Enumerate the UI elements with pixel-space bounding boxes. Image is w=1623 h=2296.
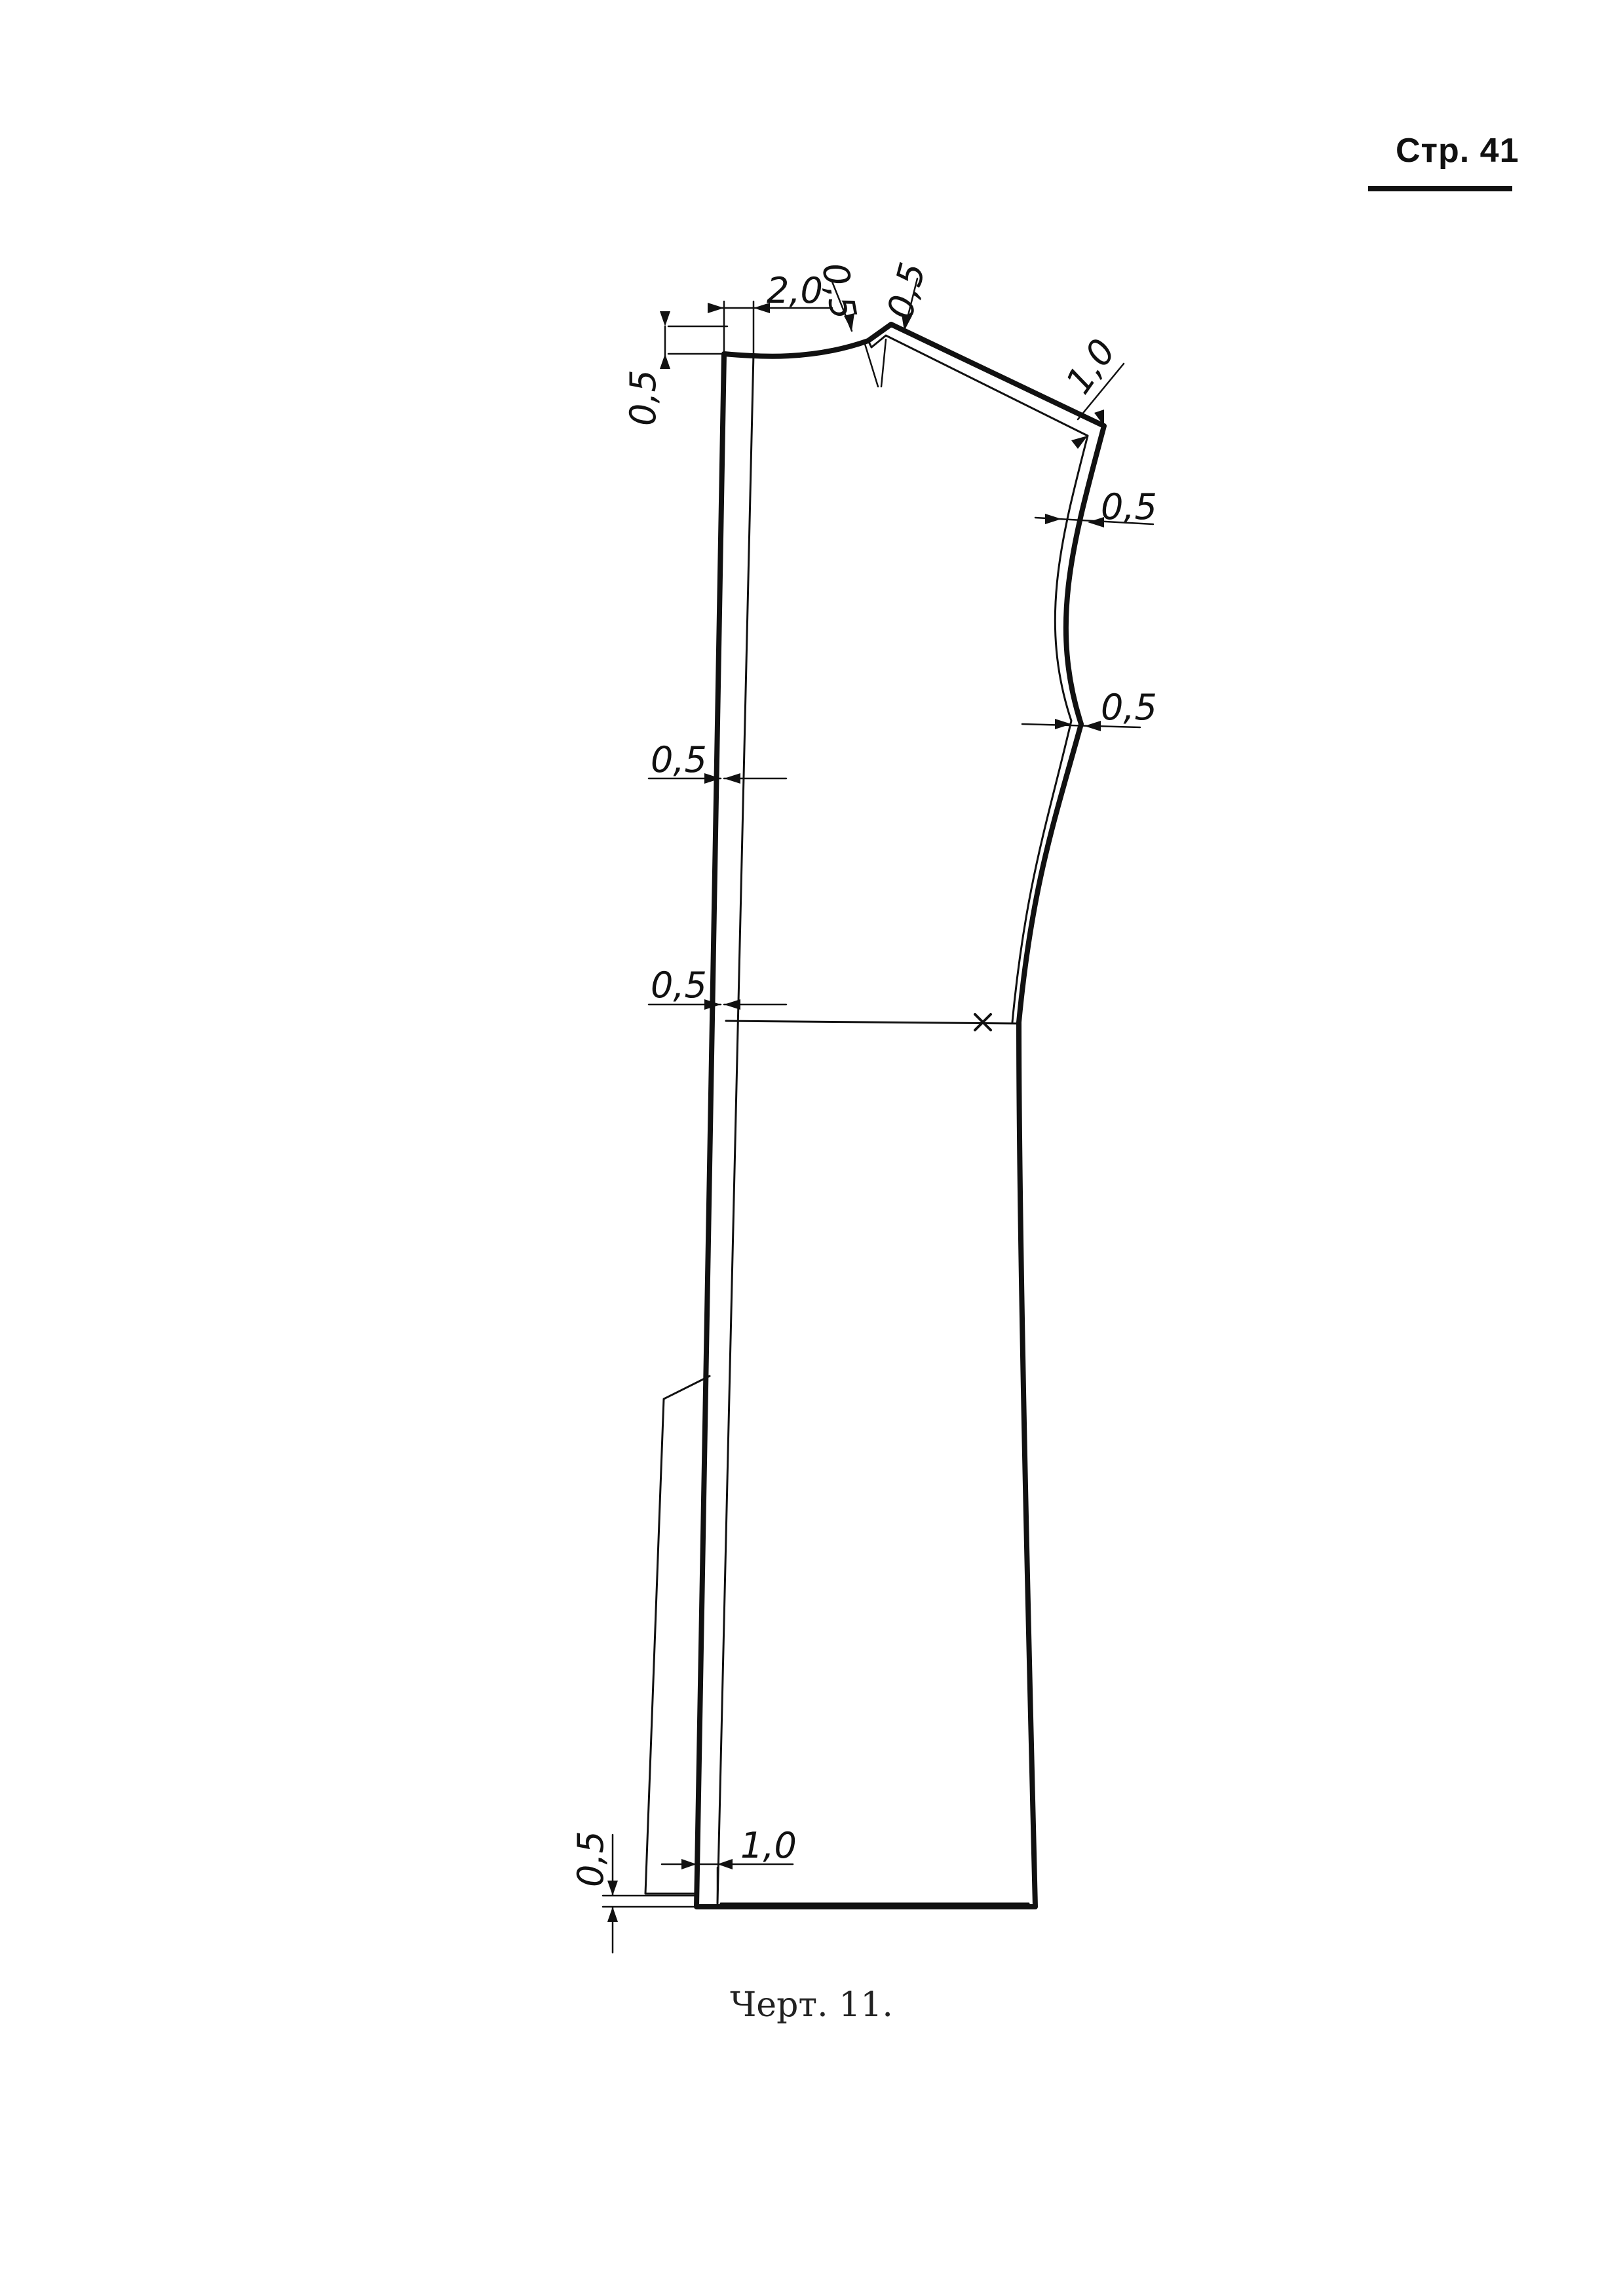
page-number-underline xyxy=(1368,186,1512,191)
waist-line xyxy=(725,1020,1020,1025)
dim-neck-width: 2,0 xyxy=(767,270,823,311)
vent-extension xyxy=(644,1375,711,1895)
page-number: Стр. 41 xyxy=(1396,132,1519,170)
neck-ref-lines xyxy=(667,300,755,355)
dim-front-edge-upper: 0,5 xyxy=(651,739,707,780)
dim-armhole-upper: 0,5 xyxy=(1101,486,1157,527)
figure-caption: Черт. 11. xyxy=(730,1985,893,2025)
dim-shoulder-end: 1,0 xyxy=(1058,332,1124,401)
pattern-outline-inner xyxy=(716,334,1089,1905)
dim-hem-edge: 1,0 xyxy=(740,1825,797,1866)
pattern-outline-main xyxy=(694,322,1107,1909)
dim-front-edge-waist: 0,5 xyxy=(651,965,707,1006)
dim-neck-left-depth: 0,5 xyxy=(622,370,664,426)
dim-hem-depth: 0,5 xyxy=(570,1831,611,1887)
hem-ref-lines xyxy=(601,1833,794,1954)
dim-neck-notch-right: 0,5 xyxy=(879,258,934,323)
dim-armhole-lower: 0,5 xyxy=(1101,687,1157,728)
dim-neck-notch-left: 0,5 xyxy=(814,259,864,322)
neck-notch-lines xyxy=(864,338,887,388)
dimension-arrowheads xyxy=(607,303,1104,1922)
waist-mark xyxy=(974,1013,992,1031)
dimension-labels: 2,0 0,5 0,5 0,5 1,0 0,5 0,5 0,5 0,5 0,5 … xyxy=(570,258,1157,1887)
